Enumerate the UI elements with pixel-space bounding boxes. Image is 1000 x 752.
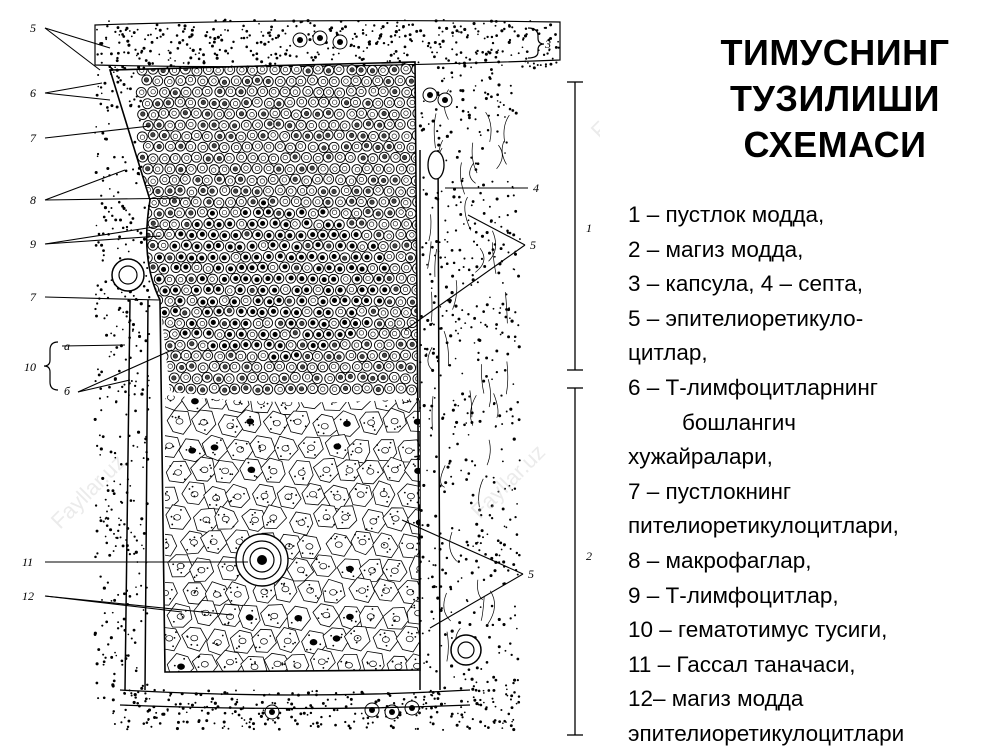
hassall-corpuscle — [235, 533, 289, 587]
label-7-top: 7 — [30, 131, 37, 145]
legend-item: 7 – пустлокнинг — [628, 478, 792, 504]
label-10: 10 — [24, 360, 36, 374]
legend-item: 10 – гематотимус тусиги, — [628, 617, 888, 643]
label-4: 4 — [533, 181, 539, 195]
legend-item: 6 – Т-лимфоцитларнинг — [628, 374, 879, 400]
legend-item: 2 – магиз модда, — [628, 236, 804, 262]
legend-item: 9 – Т-лимфоцитлар, — [628, 582, 839, 608]
leader-lines — [44, 27, 528, 629]
bracket-cortex — [567, 81, 583, 371]
page-title: ТИМУСНИНГ ТУЗИЛИШИ СХЕМАСИ — [690, 30, 980, 168]
title-line-2: ТУЗИЛИШИ — [730, 78, 940, 119]
label-1: 1 — [586, 221, 592, 235]
label-6: 6 — [30, 86, 36, 100]
bracket-barrier — [43, 341, 59, 391]
septum-left — [124, 299, 149, 691]
label-11: 11 — [22, 555, 33, 569]
capsule — [94, 19, 561, 68]
legend-item: 11 – Гассал таначаси, — [628, 651, 856, 677]
lobule-outline — [108, 61, 421, 673]
label-12: 12 — [22, 589, 34, 603]
label-5-right: 5 — [530, 238, 536, 252]
legend-item: бошлангич — [682, 409, 797, 435]
septum-right — [419, 149, 441, 691]
legend-item: 1 – пустлок модда, — [628, 202, 825, 227]
legend-item: хужайралари, — [628, 444, 773, 470]
label-7-mid: 7 — [30, 290, 37, 304]
label-9: 9 — [30, 237, 36, 251]
label-8: 8 — [30, 193, 36, 207]
legend-item: 3 – капсула, 4 – септа, — [628, 271, 864, 297]
label-2: 2 — [586, 549, 592, 563]
blood-vessel-right — [450, 634, 482, 666]
thymus-structure-diagram: 5 6 7 8 9 7 10 а б 11 12 3 4 5 1 2 5 Fay… — [22, 18, 600, 736]
bracket-capsule — [527, 27, 545, 59]
title-line-1: ТИМУСНИНГ — [720, 32, 950, 73]
legend-item: цитлар, — [628, 340, 708, 366]
label-5-bottom: 5 — [528, 567, 534, 581]
blood-vessel-septum — [427, 150, 445, 180]
label-10a: а — [64, 339, 70, 353]
blood-vessel-left — [111, 258, 145, 292]
connective-tissue — [93, 18, 560, 732]
title-line-3: СХЕМАСИ — [743, 124, 927, 165]
label-10b: б — [64, 384, 71, 398]
legend-item: 8 – макрофаглар, — [628, 547, 812, 573]
label-3: 3 — [544, 37, 551, 51]
watermark-3: Fayllar.uz — [46, 449, 130, 533]
label-5-top: 5 — [30, 21, 36, 35]
cortex-cells — [135, 63, 418, 396]
legend-item: эпителиоретикулоцитлари — [628, 720, 905, 746]
legend-item: 12– магиз модда — [628, 686, 804, 712]
bracket-medulla — [567, 387, 583, 736]
legend-list: 1 – пустлок модда, 2 – магиз модда, 3 – ка… — [628, 198, 993, 752]
bottom-septum — [119, 689, 471, 710]
legend-item: 5 – эпителиоретикуло- — [628, 305, 864, 331]
legend-item: пителиоретикулоцитлари, — [628, 513, 899, 539]
watermark-2: Fayllar.uz — [466, 439, 550, 523]
medulla-cells — [165, 395, 420, 672]
watermark-1: Fayllar.uz — [586, 59, 600, 143]
